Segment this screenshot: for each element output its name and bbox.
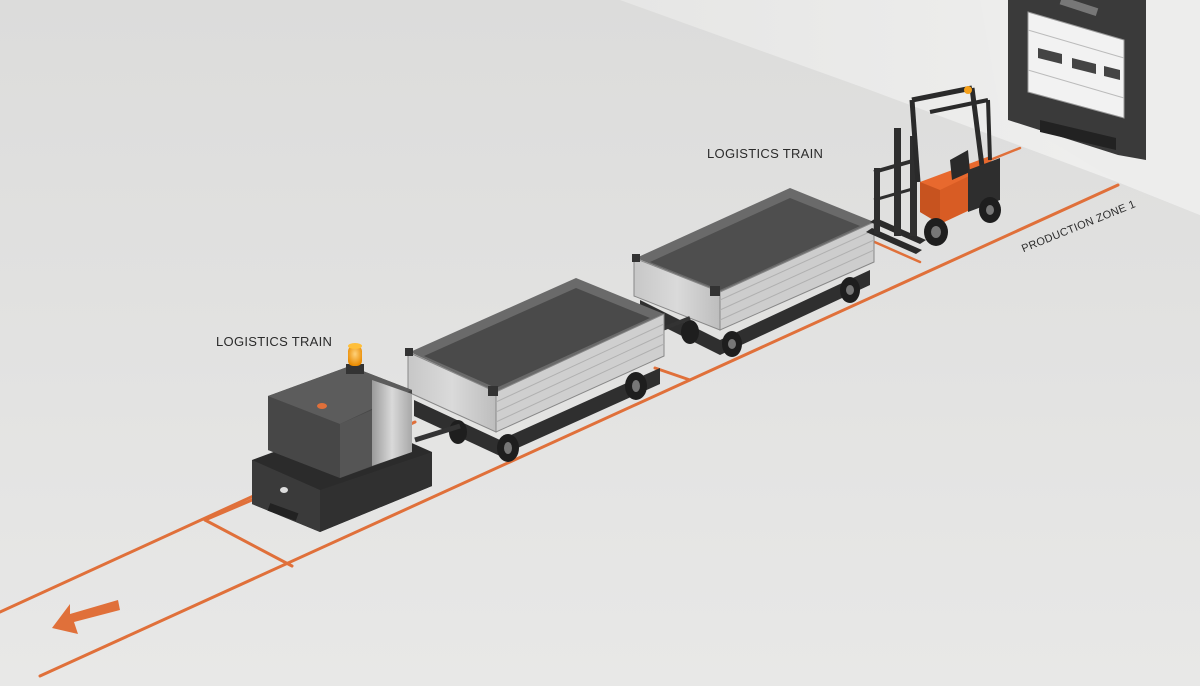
tow-bar	[659, 316, 691, 332]
logistics-train-label-top: LOGISTICS TRAIN	[707, 146, 824, 161]
tugger-vehicle	[252, 366, 432, 532]
cart-near	[405, 278, 665, 462]
warning-beacon-icon	[346, 343, 364, 374]
cart-far	[632, 188, 875, 357]
loading-dock-door	[1008, 0, 1146, 160]
logistics-train-label-left: LOGISTICS TRAIN	[216, 334, 333, 349]
tugger-tow-bar	[414, 423, 461, 443]
forklift	[866, 85, 1001, 254]
arrow-left-icon	[52, 600, 120, 634]
